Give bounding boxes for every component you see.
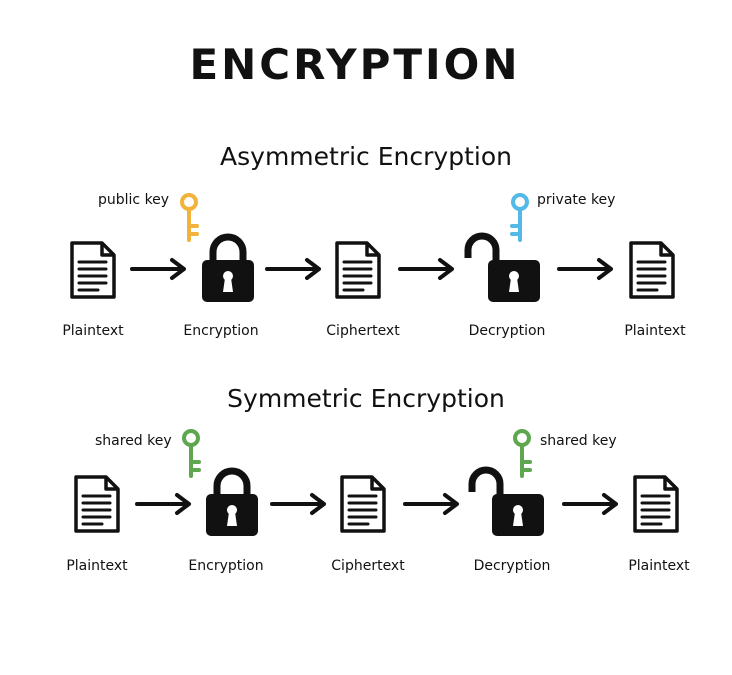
plaintext-document-icon — [627, 240, 677, 300]
public-key-icon — [176, 192, 202, 244]
shared-key-label: shared key — [95, 433, 172, 449]
shared-key-label: shared key — [540, 433, 617, 449]
arrow-right-icon — [265, 257, 323, 281]
plaintext-document-icon — [72, 474, 122, 534]
step-label: Decryption — [473, 558, 551, 574]
step-label: Ciphertext — [331, 558, 405, 574]
step-label: Plaintext — [624, 323, 686, 339]
symmetric-heading: Symmetric Encryption — [227, 384, 505, 413]
step-label: Encryption — [183, 323, 259, 339]
asymmetric-heading: Asymmetric Encryption — [220, 142, 512, 171]
ciphertext-document-icon — [338, 474, 388, 534]
step-label: Plaintext — [62, 323, 124, 339]
closed-lock-icon — [203, 466, 261, 538]
step-label: Encryption — [188, 558, 264, 574]
shared-key-icon — [509, 428, 535, 480]
arrow-right-icon — [270, 492, 328, 516]
shared-key-icon — [178, 428, 204, 480]
step-label: Plaintext — [628, 558, 690, 574]
step-label: Decryption — [468, 323, 546, 339]
arrow-right-icon — [135, 492, 193, 516]
closed-lock-icon — [199, 232, 257, 304]
public-key-label: public key — [98, 192, 170, 208]
plaintext-document-icon — [68, 240, 118, 300]
open-lock-icon — [466, 466, 548, 538]
step-label: Plaintext — [66, 558, 128, 574]
ciphertext-document-icon — [333, 240, 383, 300]
arrow-right-icon — [403, 492, 461, 516]
step-label: Ciphertext — [326, 323, 400, 339]
private-key-icon — [507, 192, 533, 244]
arrow-right-icon — [557, 257, 615, 281]
page-title: ENCRYPTION — [189, 40, 521, 89]
arrow-right-icon — [130, 257, 188, 281]
private-key-label: private key — [537, 192, 616, 208]
open-lock-icon — [462, 232, 544, 304]
plaintext-document-icon — [631, 474, 681, 534]
arrow-right-icon — [398, 257, 456, 281]
arrow-right-icon — [562, 492, 620, 516]
